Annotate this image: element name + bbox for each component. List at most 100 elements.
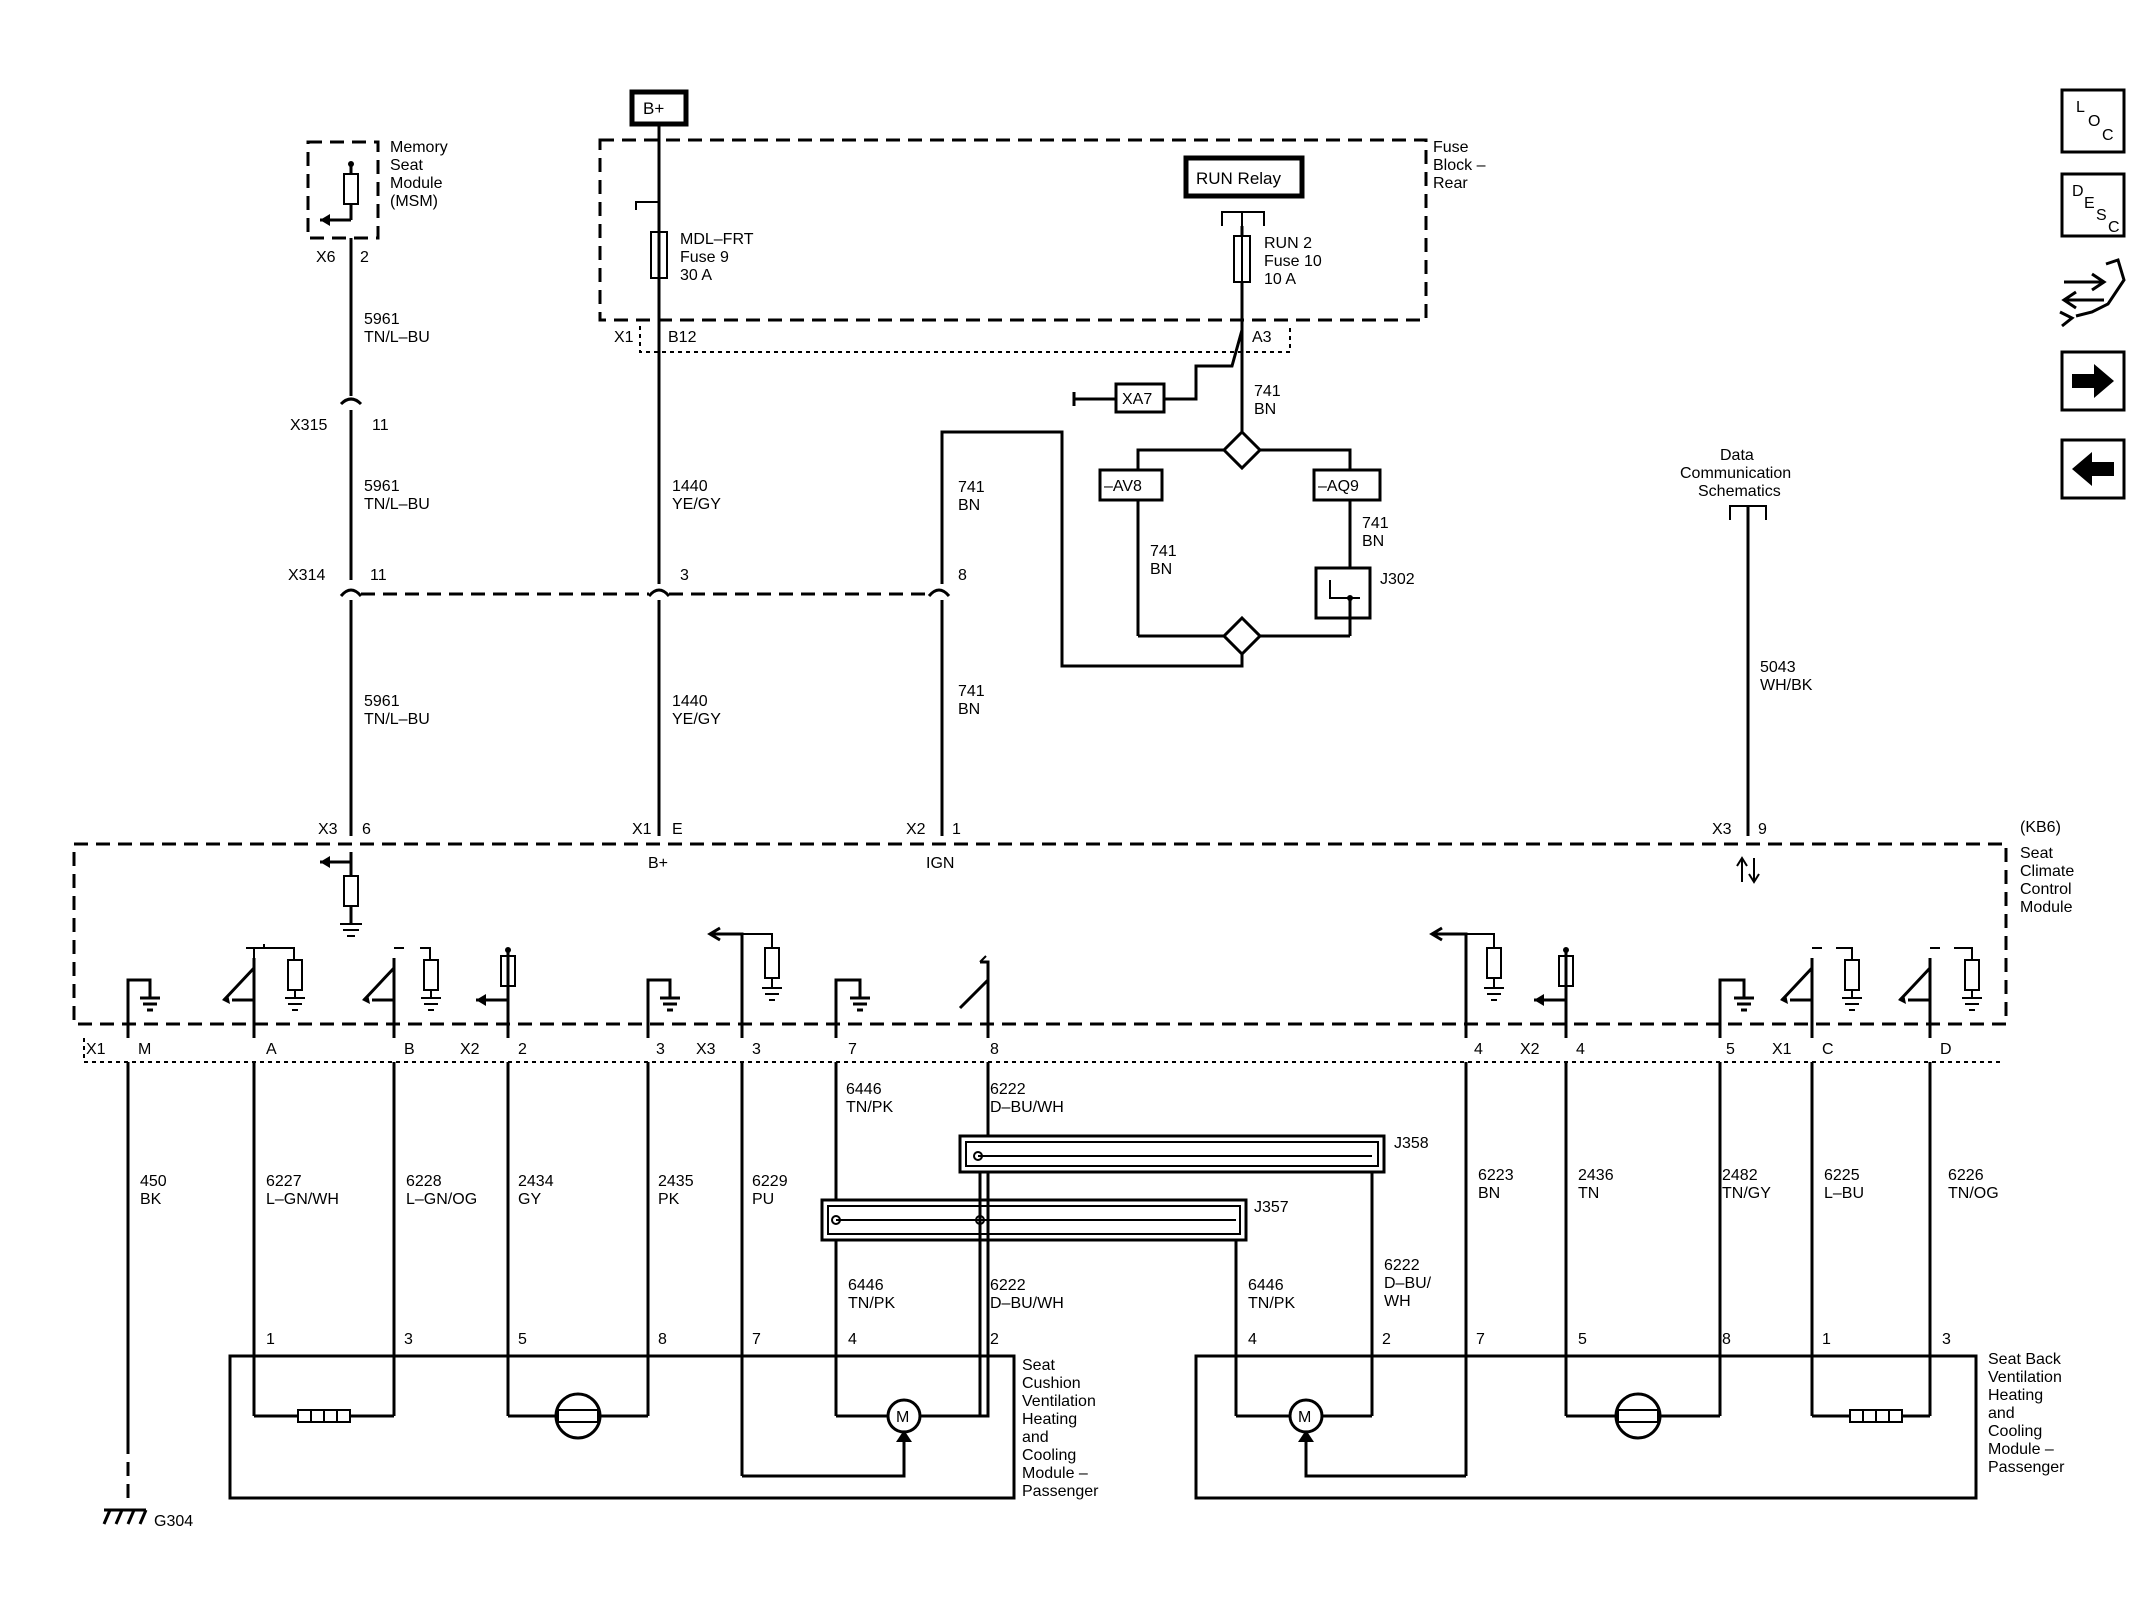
fuse-block-label-3: Rear [1433, 175, 1468, 192]
seat-cushion-module [228, 1354, 1016, 1500]
fuse-block-connector [639, 326, 1291, 353]
scm-bplus-label: B+ [648, 855, 668, 872]
x314-pin3-symbol [647, 588, 671, 598]
scm-option-code: (KB6) [2020, 819, 2061, 836]
scm-ign-label: IGN [926, 855, 954, 872]
wire-6222b-num: 6222 [990, 1277, 1026, 1294]
wire-6222a-color: D–BU/WH [990, 1099, 1064, 1116]
conn-pin-c: C [1822, 1041, 1834, 1058]
back-label-3: Heating [1988, 1387, 2043, 1404]
fuse-block-label-1: Fuse [1433, 139, 1469, 156]
wire-1440-color-1: YE/GY [672, 496, 721, 513]
conn-pin-7: 7 [848, 1041, 857, 1058]
wire-6225-color: L–BU [1824, 1185, 1864, 1202]
scm-internal-circuits [126, 926, 1982, 1038]
fuse-9-label-3: 30 A [680, 267, 712, 284]
scm-x3-pin: 6 [362, 821, 371, 838]
wire-6223-color: BN [1478, 1185, 1500, 1202]
splice-bottom [1221, 615, 1263, 657]
wire-6446a-color: TN/PK [846, 1099, 893, 1116]
back-pin-8: 8 [1722, 1331, 1731, 1348]
av8-label: –AV8 [1104, 478, 1142, 495]
wire-2436-color: TN [1578, 1185, 1599, 1202]
wire-450-color: BK [140, 1191, 162, 1208]
cushion-pin-7: 7 [752, 1331, 761, 1348]
wire-6228-num: 6228 [406, 1173, 442, 1190]
run-relay-contact [1221, 211, 1265, 226]
desc-button[interactable]: D E S C [2060, 172, 2126, 238]
msm-label-4: (MSM) [390, 193, 438, 210]
scm-x2-connector: X2 [906, 821, 926, 838]
conn-pin-3: 3 [656, 1041, 665, 1058]
wire-5961-num-1: 5961 [364, 311, 400, 328]
x314-pin-11: 11 [370, 567, 387, 584]
wire-2436-num: 2436 [1578, 1167, 1614, 1184]
cushion-label-5: and [1022, 1429, 1049, 1446]
splice-wires [834, 1172, 1374, 1416]
wire-6226-color: TN/OG [1948, 1185, 1999, 1202]
wire-741-top-color: BN [1254, 401, 1276, 418]
wire-741-ign-num: 741 [958, 479, 985, 496]
loc-letter-c: C [2102, 127, 2114, 144]
back-label-5: Cooling [1988, 1423, 2042, 1440]
seat-back-module [1194, 1354, 1978, 1500]
wire-741-av8-num: 741 [1150, 543, 1177, 560]
cushion-pin-1: 1 [266, 1331, 275, 1348]
wire-6227-color: L–GN/WH [266, 1191, 339, 1208]
conn-pin-d: D [1940, 1041, 1952, 1058]
left-arrow-icon [2072, 452, 2114, 486]
back-label-1: Seat Back [1988, 1351, 2062, 1368]
wire-741-ign-route [940, 430, 1244, 668]
fuse-block-outline [598, 138, 1428, 322]
x314-label: X314 [288, 567, 325, 584]
x314-pin8-symbol [927, 588, 951, 598]
fuse-block-label-2: Block – [1433, 157, 1486, 174]
wire-2434-num: 2434 [518, 1173, 554, 1190]
wire-2482-num: 2482 [1722, 1167, 1758, 1184]
battery-box: B+ [629, 89, 689, 127]
x315-connector-symbol [339, 397, 363, 406]
conn-pin-b: B [404, 1041, 415, 1058]
desc-letter-c: C [2108, 219, 2120, 236]
cushion-label-8: Passenger [1022, 1483, 1099, 1500]
scm-x3b-connector: X3 [1712, 821, 1732, 838]
scm-label-1: Seat [2020, 845, 2053, 862]
wire-6229-num: 6229 [752, 1173, 788, 1190]
wire-6227-num: 6227 [266, 1173, 302, 1190]
conn-x1: X1 [86, 1041, 106, 1058]
conn-pin-a: A [266, 1041, 277, 1058]
right-arrow-icon [2072, 364, 2114, 398]
back-pin-3: 3 [1942, 1331, 1951, 1348]
fuse-10-label-2: Fuse 10 [1264, 253, 1322, 270]
j358-label: J358 [1394, 1135, 1429, 1152]
cushion-heater-element [254, 1409, 394, 1423]
ground-g304-icon [102, 1508, 148, 1525]
data-comm-label-2[interactable]: Communication [1680, 465, 1791, 482]
msm-connector-pin: 2 [360, 249, 369, 266]
cushion-pin-3: 3 [404, 1331, 413, 1348]
back-heater-element [1812, 1409, 1930, 1423]
fuse-block-x1: X1 [614, 329, 634, 346]
scm-label-2: Climate [2020, 863, 2074, 880]
run-relay-box: RUN Relay [1183, 155, 1305, 199]
data-comm-label-1[interactable]: Data [1720, 447, 1754, 464]
ground-g304-label: G304 [154, 1513, 193, 1530]
fuse-10-label-1: RUN 2 [1264, 235, 1312, 252]
prev-page-button[interactable] [2060, 438, 2126, 500]
wire-741-av8-color: BN [1150, 561, 1172, 578]
next-page-button[interactable] [2060, 350, 2126, 412]
fuse-9-label-2: Fuse 9 [680, 249, 729, 266]
wire-6229-color: PU [752, 1191, 774, 1208]
run-relay-label: RUN Relay [1196, 169, 1282, 188]
wire-741-ign2-color: BN [958, 701, 980, 718]
fuse-10 [1233, 235, 1251, 283]
msm-label-1: Memory [390, 139, 448, 156]
connector-view-icon[interactable] [2059, 258, 2126, 328]
wire-1440-color-2: YE/GY [672, 711, 721, 728]
conn-pin-2: 2 [518, 1041, 527, 1058]
data-comm-label-3[interactable]: Schematics [1698, 483, 1781, 500]
wire-6222c-color-1: D–BU/ [1384, 1275, 1432, 1292]
wire-5961-num-2: 5961 [364, 478, 400, 495]
wire-5961-color-3: TN/L–BU [364, 711, 430, 728]
loc-button[interactable]: L O C [2060, 88, 2126, 154]
